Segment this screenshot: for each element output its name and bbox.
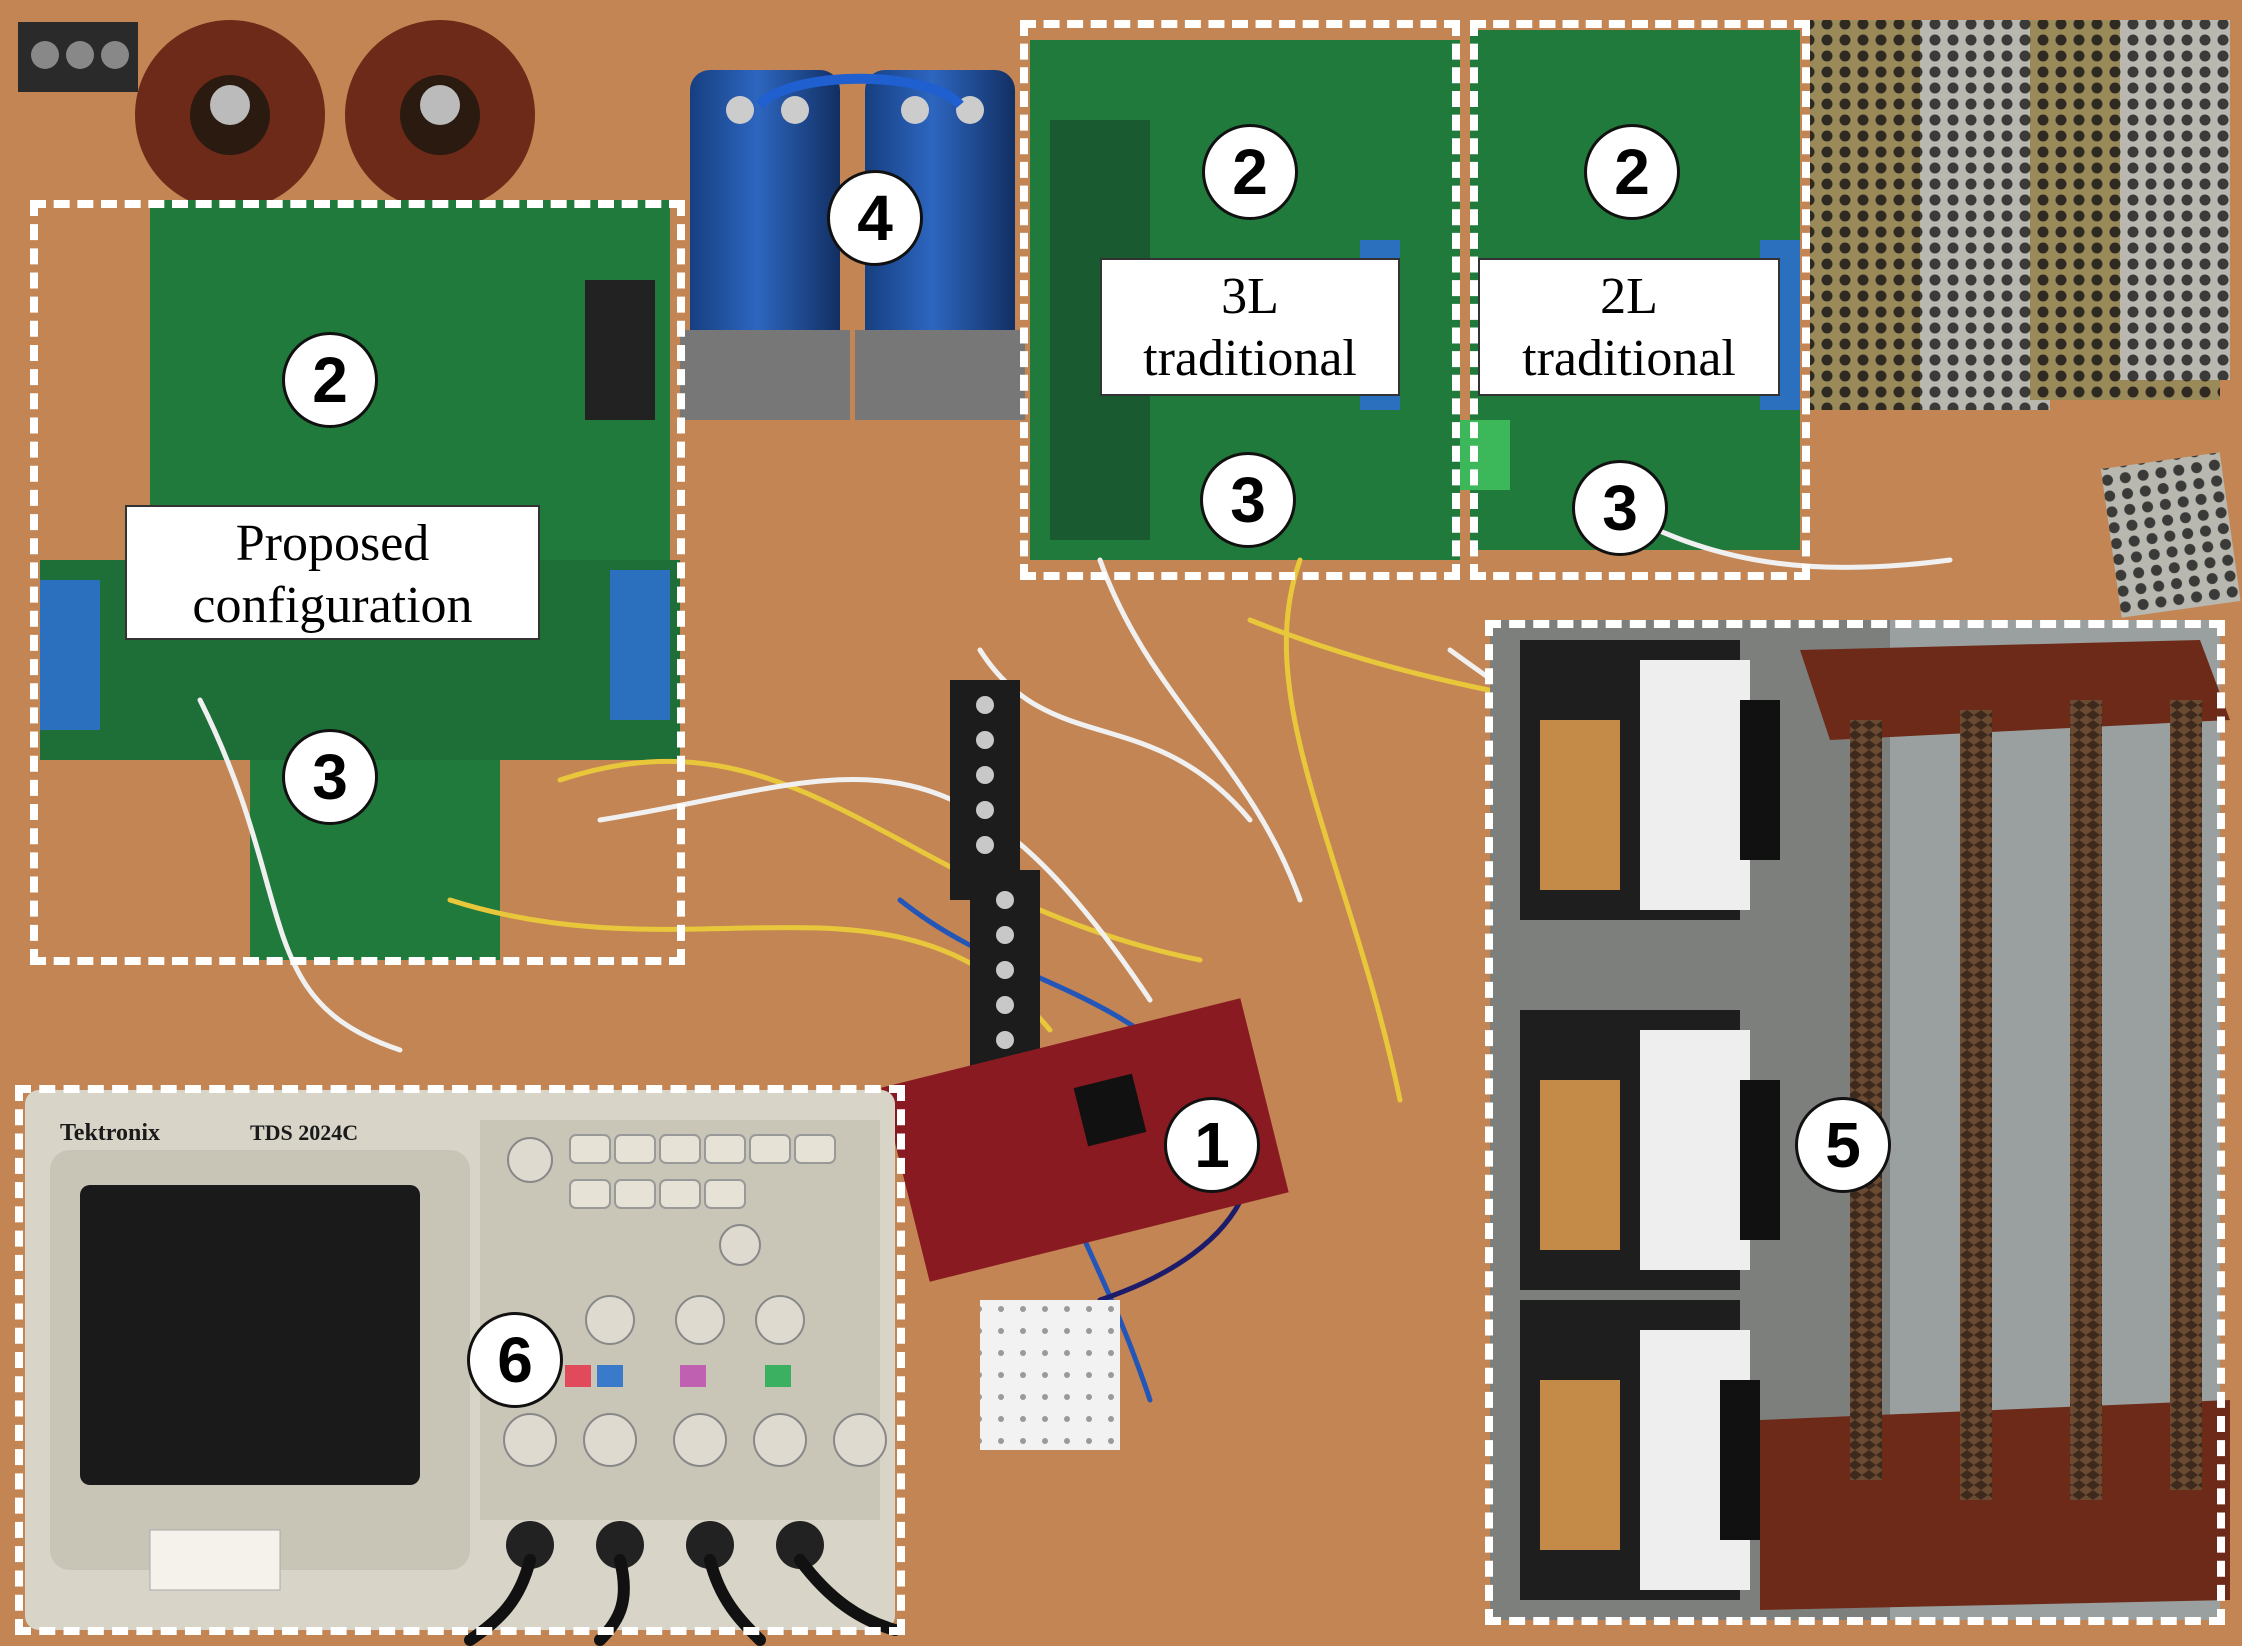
label-line: 2L	[1600, 268, 1658, 325]
label-line: 3L	[1221, 268, 1279, 325]
label-line: traditional	[1143, 330, 1357, 387]
label-line: traditional	[1522, 330, 1736, 387]
marker-3: 3	[1572, 460, 1668, 556]
marker-4: 4	[827, 170, 923, 266]
scope-brand-text: Tektronix	[60, 1120, 160, 1146]
marker-1: 1	[1164, 1097, 1260, 1193]
region-2l-traditional	[1470, 20, 1810, 580]
marker-2: 2	[1584, 124, 1680, 220]
marker-3: 3	[1200, 452, 1296, 548]
label-2l-traditional: 2L traditional	[1478, 258, 1780, 396]
label-3l-traditional: 3L traditional	[1100, 258, 1400, 396]
marker-3: 3	[282, 729, 378, 825]
region-proposed-configuration	[30, 200, 685, 965]
marker-6: 6	[467, 1312, 563, 1408]
marker-2: 2	[1202, 124, 1298, 220]
label-line: configuration	[192, 577, 473, 634]
scope-model-text: TDS 2024C	[250, 1120, 358, 1145]
region-3l-traditional	[1020, 20, 1460, 580]
label-proposed-configuration: Proposed configuration	[125, 505, 540, 640]
region-load	[1485, 620, 2225, 1625]
region-oscilloscope	[15, 1085, 905, 1635]
marker-5: 5	[1795, 1097, 1891, 1193]
marker-2: 2	[282, 332, 378, 428]
label-line: Proposed	[235, 515, 430, 572]
